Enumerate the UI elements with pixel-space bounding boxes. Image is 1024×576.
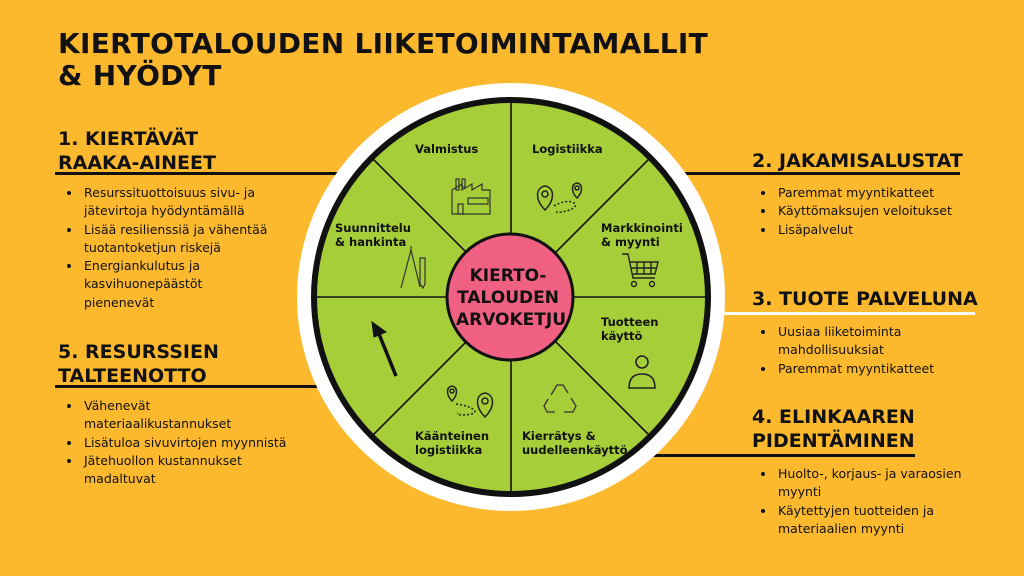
segment-suunnittelu: Suunnittelu& hankinta bbox=[335, 221, 411, 249]
section-1-heading: 1. KIERTÄVÄT RAAKA-AINEET bbox=[58, 128, 216, 174]
map-route-icon bbox=[536, 182, 583, 213]
divider-4 bbox=[630, 454, 915, 457]
factory-icon bbox=[451, 178, 491, 215]
recycle-icon bbox=[543, 384, 577, 413]
page-title: KIERTOTALOUDEN LIIKETOIMINTAMALLIT & HYÖ… bbox=[58, 27, 709, 92]
list-item: Energiankulutus ja kasvihuonepäästöt pie… bbox=[82, 257, 224, 312]
segment-logistiikka: Logistiikka bbox=[532, 142, 603, 156]
divider-5 bbox=[55, 385, 340, 388]
section-4-bullets: Huolto-, korjaus- ja varaosien myynti Kä… bbox=[756, 465, 991, 538]
section-3-heading: 3. TUOTE PALVELUNA bbox=[752, 288, 978, 310]
user-icon bbox=[628, 355, 656, 389]
segment-valmistus: Valmistus bbox=[415, 142, 478, 156]
list-item: Käytettyjen tuotteiden ja materiaalien m… bbox=[776, 502, 958, 539]
segment-kierratys: Kierrätys &uudelleenkäyttö bbox=[522, 429, 628, 457]
divider-2 bbox=[660, 172, 960, 175]
list-item: Jätehuollon kustannukset madaltuvat bbox=[82, 452, 274, 489]
list-item: Lisää resilienssiä ja vähentää tuotantok… bbox=[82, 221, 312, 258]
section-4-heading: 4. ELINKAAREN PIDENTÄMINEN bbox=[752, 406, 915, 452]
map-route-icon bbox=[446, 385, 494, 419]
list-item: Huolto-, korjaus- ja varaosien myynti bbox=[776, 465, 991, 502]
segment-markkinointi: Markkinointi& myynti bbox=[601, 221, 683, 249]
shopping-cart-icon bbox=[622, 253, 659, 288]
center-circle bbox=[445, 232, 575, 362]
section-2-bullets: Paremmat myyntikatteet Käyttömaksujen ve… bbox=[756, 184, 1006, 239]
divider-1 bbox=[55, 172, 340, 175]
arrow-icon bbox=[371, 320, 398, 377]
list-item: Käyttömaksujen veloitukset bbox=[776, 202, 1006, 220]
section-5-heading: 5. RESURSSIEN TALTEENOTTO bbox=[58, 341, 219, 387]
list-item: Uusiaa liiketoiminta mahdollisuuksiat bbox=[776, 323, 938, 360]
list-item: Paremmat myyntikatteet bbox=[776, 184, 1006, 202]
list-item: Vähenevät materiaalikustannukset bbox=[82, 397, 231, 434]
list-item: Lisäpalvelut bbox=[776, 221, 1006, 239]
section-3-bullets: Uusiaa liiketoiminta mahdollisuuksiat Pa… bbox=[756, 323, 976, 378]
center-label: KIERTO- TALOUDEN ARVOKETJU bbox=[456, 266, 566, 330]
divider-3 bbox=[690, 312, 975, 315]
list-item: Lisätuloa sivuvirtojen myynnistä bbox=[82, 434, 312, 452]
list-item: Resurssituottoisuus sivu- ja jätevirtoja… bbox=[82, 184, 312, 221]
compass-icon bbox=[400, 246, 426, 290]
list-item: Paremmat myyntikatteet bbox=[776, 360, 976, 378]
section-5-bullets: Vähenevät materiaalikustannukset Lisätul… bbox=[62, 397, 312, 488]
section-2-heading: 2. JAKAMISALUSTAT bbox=[752, 150, 963, 172]
section-1-bullets: Resurssituottoisuus sivu- ja jätevirtoja… bbox=[62, 184, 312, 312]
